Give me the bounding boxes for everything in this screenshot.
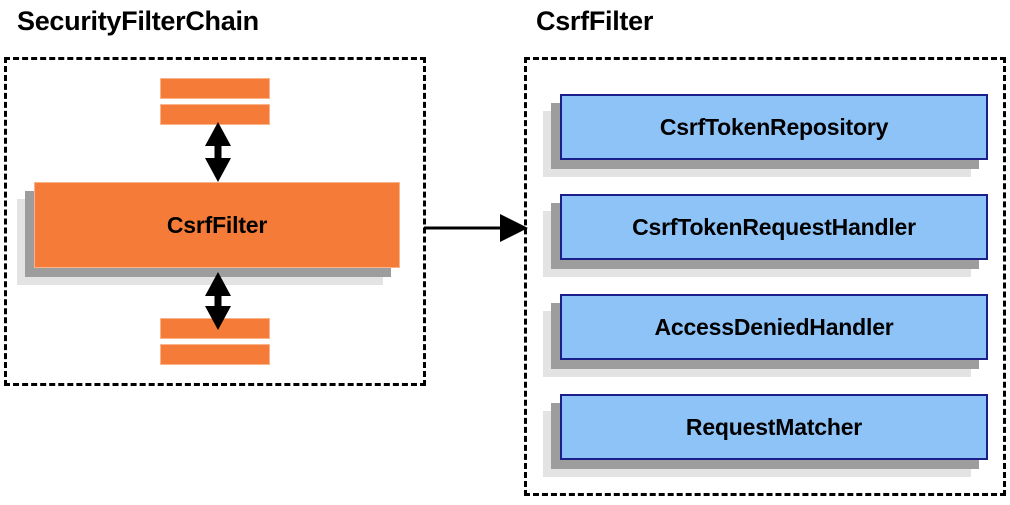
node-csrf-filter[interactable]: CsrfFilter — [17, 182, 400, 285]
filter-stub-top-1 — [160, 78, 270, 99]
node-access-denied-handler[interactable]: AccessDeniedHandler — [543, 294, 988, 377]
node-face: CsrfTokenRequestHandler — [560, 194, 988, 260]
node-label: CsrfTokenRepository — [659, 113, 889, 140]
group-box-security-filter-chain — [4, 57, 426, 386]
node-label: CsrfFilter — [166, 211, 268, 238]
filter-stub-bottom-2 — [160, 344, 270, 365]
group-box-csrf-filter — [524, 57, 1006, 496]
node-face: AccessDeniedHandler — [560, 294, 988, 360]
page-title-security-filter-chain: SecurityFilterChain — [17, 6, 259, 36]
node-csrf-token-request-handler[interactable]: CsrfTokenRequestHandler — [543, 194, 988, 277]
node-label: RequestMatcher — [685, 413, 863, 440]
node-label: CsrfTokenRequestHandler — [632, 213, 916, 240]
node-label: AccessDeniedHandler — [654, 313, 894, 340]
filter-stub-top-2 — [160, 104, 270, 125]
node-request-matcher[interactable]: RequestMatcher — [543, 394, 988, 477]
node-face: RequestMatcher — [560, 394, 988, 460]
node-face: CsrfTokenRepository — [560, 94, 988, 160]
node-csrf-token-repository[interactable]: CsrfTokenRepository — [543, 94, 988, 177]
filter-stub-bottom-1 — [160, 318, 270, 339]
expansion-arrow — [424, 214, 528, 242]
page-title-csrf-filter: CsrfFilter — [536, 6, 654, 36]
node-face: CsrfFilter — [34, 182, 400, 268]
